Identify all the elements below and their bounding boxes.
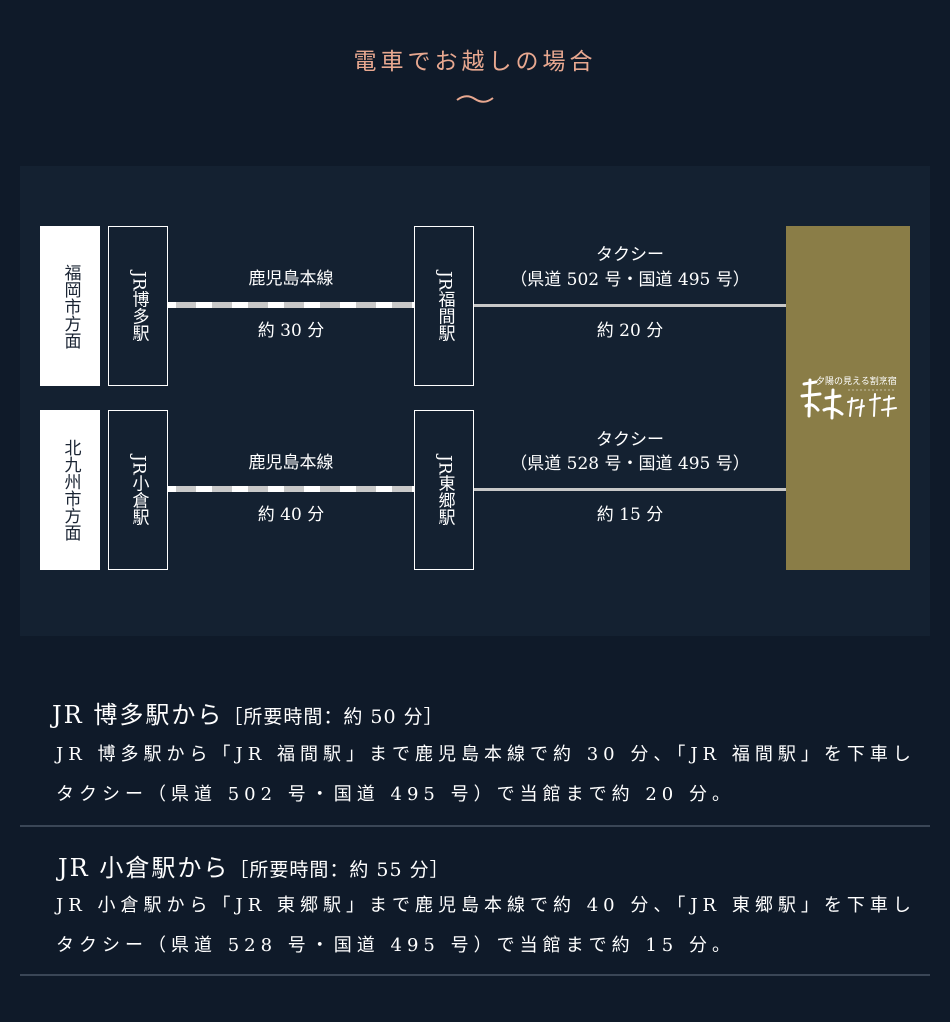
section-required-time: ［所要時間：約 50 分］ [223,706,444,728]
section-body-hakata: JR 博多駅から「JR 福間駅」まで鹿児島本線で約 30 分、「JR 福間駅」を… [56,735,916,815]
hanakazu-logo-icon [800,378,897,420]
rail-time-label: 約 30 分 [257,321,325,341]
taxi-road [474,488,786,491]
section-divider [20,825,930,827]
rail-line-label: 鹿児島本線 [248,453,334,473]
section-line: JR 博多駅から「JR 福間駅」まで鹿児島本線で約 30 分、「JR 福間駅」を… [56,744,916,765]
wave-ornament-icon [456,95,494,103]
rail-line [168,302,414,308]
taxi-road [474,304,786,307]
taxi-road-label: （県道 502 号・国道 495 号） [510,270,750,290]
taxi-time-label: 約 20 分 [596,321,664,341]
station-kokura: JR小倉駅 [108,410,168,570]
destination-ryokan: 夕陽の見える割烹宿 [786,226,910,570]
section-line: タクシー（県道 528 号・国道 495 号）で当館まで約 15 分。 [56,935,735,956]
taxi-time-label: 約 15 分 [596,505,664,525]
destination-tagline: 夕陽の見える割烹宿 [816,377,897,387]
taxi-label: タクシー [596,245,664,265]
rail-line-label: 鹿児島本線 [248,269,334,289]
section-required-time: ［所要時間：約 55 分］ [229,859,450,881]
section-body-kokura: JR 小倉駅から「JR 東郷駅」まで鹿児島本線で約 40 分、「JR 東郷駅」を… [56,886,916,966]
route-diagram [20,166,930,636]
section-heading-hakata: JR 博多駅から［所要時間：約 50 分］ [52,695,444,730]
station-togo: JR東郷駅 [414,410,474,570]
taxi-road-label: （県道 528 号・国道 495 号） [510,454,750,474]
rail-time-label: 約 40 分 [257,505,325,525]
section-heading-kokura: JR 小倉駅から［所要時間：約 55 分］ [58,848,450,883]
direction-fukuoka: 福岡市方面 [40,226,100,386]
section-heading-text: JR 博多駅から [52,701,224,729]
rail-line [168,486,414,492]
station-hakata: JR博多駅 [108,226,168,386]
section-line: タクシー（県道 502 号・国道 495 号）で当館まで約 20 分。 [56,784,735,805]
station-fukuma: JR福間駅 [414,226,474,386]
page-title: 電車でお越しの場合 [353,49,597,75]
section-divider [20,974,930,976]
direction-kitakyushu: 北九州市方面 [40,410,100,570]
taxi-label: タクシー [596,430,664,450]
section-line: JR 小倉駅から「JR 東郷駅」まで鹿児島本線で約 40 分、「JR 東郷駅」を… [56,895,916,916]
section-heading-text: JR 小倉駅から [58,854,230,882]
